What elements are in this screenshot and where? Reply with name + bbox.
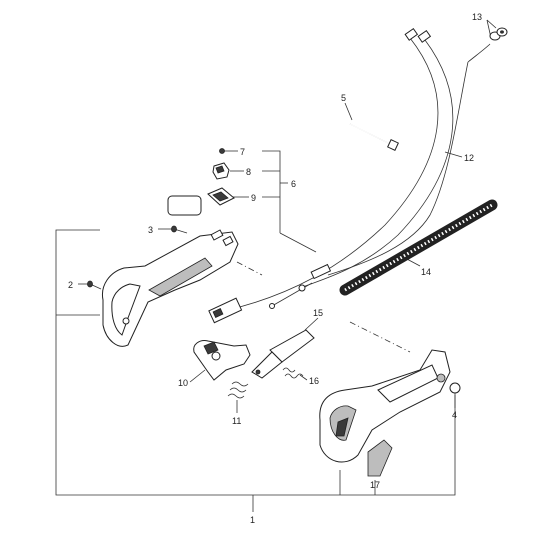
callout-11: 11 <box>232 416 241 426</box>
label-plate <box>167 195 202 216</box>
cable-tie <box>349 123 399 151</box>
switch-connector <box>208 297 243 324</box>
callout-14: 14 <box>421 267 431 277</box>
gasket-9 <box>207 187 235 206</box>
throttle-cables <box>227 27 491 311</box>
nut-4 <box>449 382 461 394</box>
corrugated-tube <box>339 199 498 296</box>
callout-labels: 1 2 3 4 5 6 7 8 9 10 11 12 13 14 15 16 1… <box>68 12 482 525</box>
throttle-lever <box>251 329 315 379</box>
callout-4: 4 <box>452 410 457 420</box>
screw-7 <box>219 148 230 154</box>
callout-10: 10 <box>178 378 188 388</box>
nuts <box>489 27 508 41</box>
callout-17: 17 <box>370 480 380 490</box>
callout-2: 2 <box>68 280 73 290</box>
screw-3 <box>171 225 188 234</box>
callout-5: 5 <box>341 93 346 103</box>
callout-8: 8 <box>246 167 251 177</box>
callout-12: 12 <box>464 153 474 163</box>
throttle-trigger <box>193 340 251 381</box>
callout-15: 15 <box>313 308 323 318</box>
callout-16: 16 <box>309 376 319 386</box>
leader-lines <box>55 19 497 512</box>
spring-11 <box>227 381 249 399</box>
nut-8 <box>212 162 230 180</box>
callout-1: 1 <box>250 515 255 525</box>
grip-pad <box>367 439 393 477</box>
callout-13: 13 <box>472 12 482 22</box>
callout-9: 9 <box>251 193 256 203</box>
handle-left-half <box>101 229 239 347</box>
callout-7: 7 <box>240 147 245 157</box>
handle-right-half <box>319 349 451 463</box>
spring-16 <box>282 367 304 379</box>
callout-3: 3 <box>148 225 153 235</box>
callout-6: 6 <box>291 179 296 189</box>
screw-2 <box>87 280 102 290</box>
